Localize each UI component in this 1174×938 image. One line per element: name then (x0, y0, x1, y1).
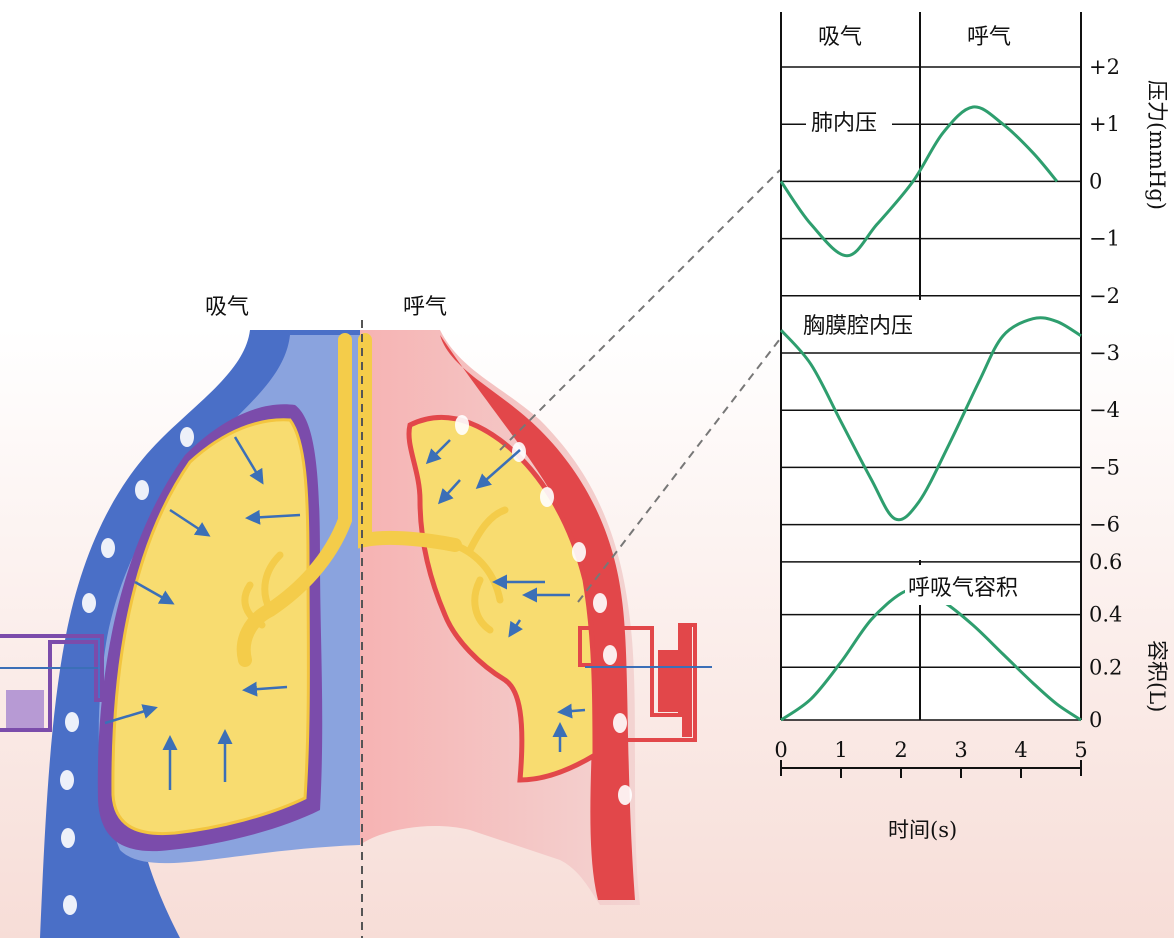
pressure-tick-label: −1 (1089, 227, 1120, 251)
phase-exhale-label: 呼气 (967, 25, 1011, 50)
time-axis-label: 时间(s) (888, 818, 957, 842)
pressure-tick-label: +2 (1089, 55, 1120, 79)
volume-tick-label: 0.6 (1089, 550, 1122, 574)
leader-alveolar (500, 170, 780, 450)
pressure-tick-label: +1 (1089, 112, 1120, 136)
volume-axis-label: 容积(L) (1145, 640, 1169, 712)
exhale-thorax (360, 330, 712, 905)
volume-tick-label: 0 (1089, 708, 1102, 732)
graph-panel: 吸气 呼气 肺内压 胸膜腔内压 呼吸气容积 +2+10−1−2−3−4−5−6 … (774, 12, 1169, 842)
time-tick-label: 3 (954, 738, 967, 762)
label-inhale: 吸气 (205, 295, 249, 320)
pressure-tick-label: 0 (1089, 169, 1102, 193)
pressure-tick-label: −6 (1089, 513, 1120, 537)
label-exhale: 呼气 (403, 295, 447, 320)
pressure-tick-label: −4 (1089, 398, 1120, 422)
phase-inhale-label: 吸气 (818, 25, 862, 50)
pressure-tick-label: −2 (1089, 284, 1120, 308)
pressure-tick-label: −3 (1089, 341, 1120, 365)
time-tick-label: 2 (894, 738, 907, 762)
time-tick-label: 5 (1074, 738, 1087, 762)
volume-tick-label: 0.2 (1089, 655, 1122, 679)
pleural-pressure-label: 胸膜腔内压 (803, 314, 913, 339)
inhale-thorax (0, 330, 360, 938)
volume-tick-label: 0.4 (1089, 603, 1122, 627)
time-tick-label: 4 (1014, 738, 1027, 762)
time-tick-label: 0 (774, 738, 787, 762)
pressure-axis-label: 压力(mmHg) (1145, 80, 1169, 210)
pressure-tick-label: −5 (1089, 455, 1120, 479)
time-tick-label: 1 (834, 738, 847, 762)
alveolar-pressure-label: 肺内压 (811, 111, 877, 136)
volume-curve-label: 呼吸气容积 (908, 576, 1018, 601)
